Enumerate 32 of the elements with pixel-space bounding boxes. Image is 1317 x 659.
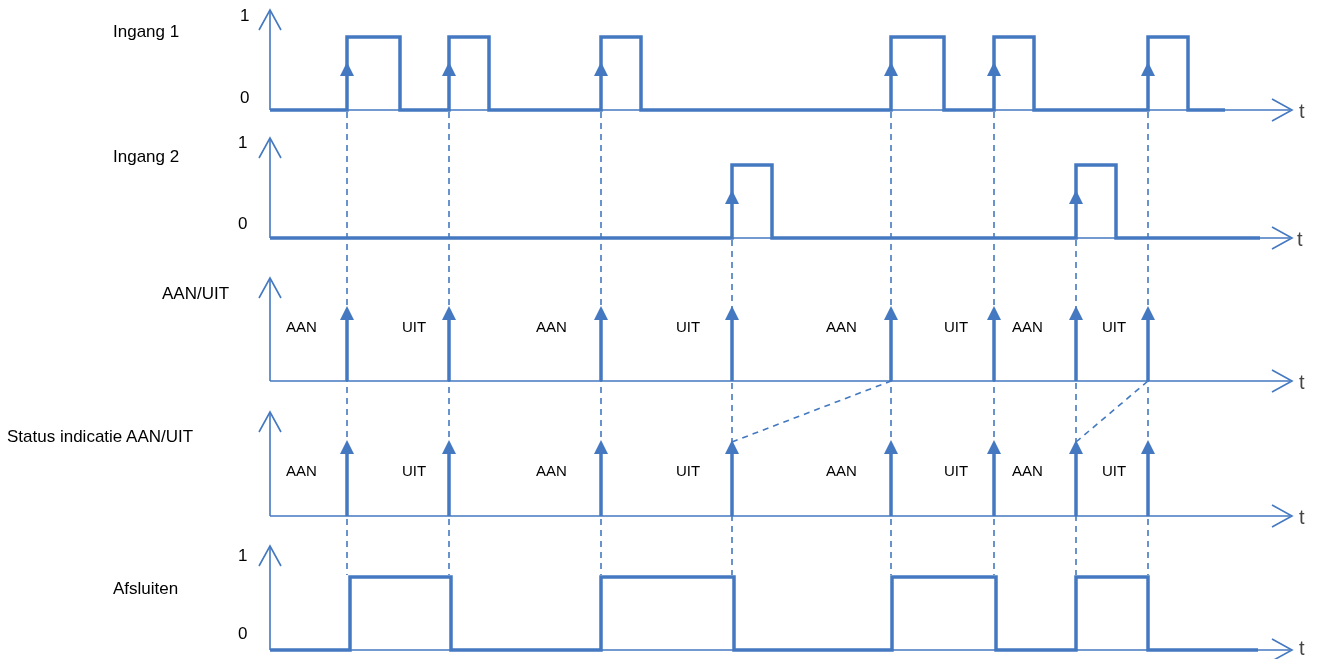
signal-label: AAN (536, 462, 567, 480)
signal-label: AAN (826, 462, 857, 480)
signal-label: AAN (1012, 318, 1043, 336)
axis-label: t (1299, 636, 1305, 659)
signal-label: AAN (1012, 462, 1043, 480)
signal-label: Ingang 1 (113, 22, 180, 43)
signal-label: AAN (286, 318, 317, 336)
signal-label: AAN (826, 318, 857, 336)
signal-label: 1 (238, 546, 248, 567)
signal-label: AAN (536, 318, 567, 336)
signal-label: UIT (944, 462, 969, 480)
signal-label: UIT (676, 462, 701, 480)
signal-label: 0 (238, 214, 248, 235)
signal-label: 1 (238, 133, 248, 154)
axis-label: t (1299, 99, 1305, 123)
signal-label: UIT (1102, 462, 1127, 480)
signal-label: UIT (402, 462, 427, 480)
signal-label: UIT (944, 318, 969, 336)
signal-label: 1 (240, 6, 250, 27)
signal-label: AAN/UIT (162, 284, 230, 305)
signal-label: UIT (402, 318, 427, 336)
axis-label: t (1299, 505, 1305, 529)
signal-label: Afsluiten (113, 579, 179, 600)
signal-label: Status indicatie AAN/UIT (7, 427, 194, 448)
axis-label: t (1297, 227, 1303, 251)
signal-label: UIT (1102, 318, 1127, 336)
signal-label: UIT (676, 318, 701, 336)
signal-label: AAN (286, 462, 317, 480)
signal-label: 0 (240, 88, 250, 109)
signal-label: 0 (238, 624, 248, 645)
signal-label: Ingang 2 (113, 147, 180, 168)
axis-label: t (1299, 370, 1305, 394)
